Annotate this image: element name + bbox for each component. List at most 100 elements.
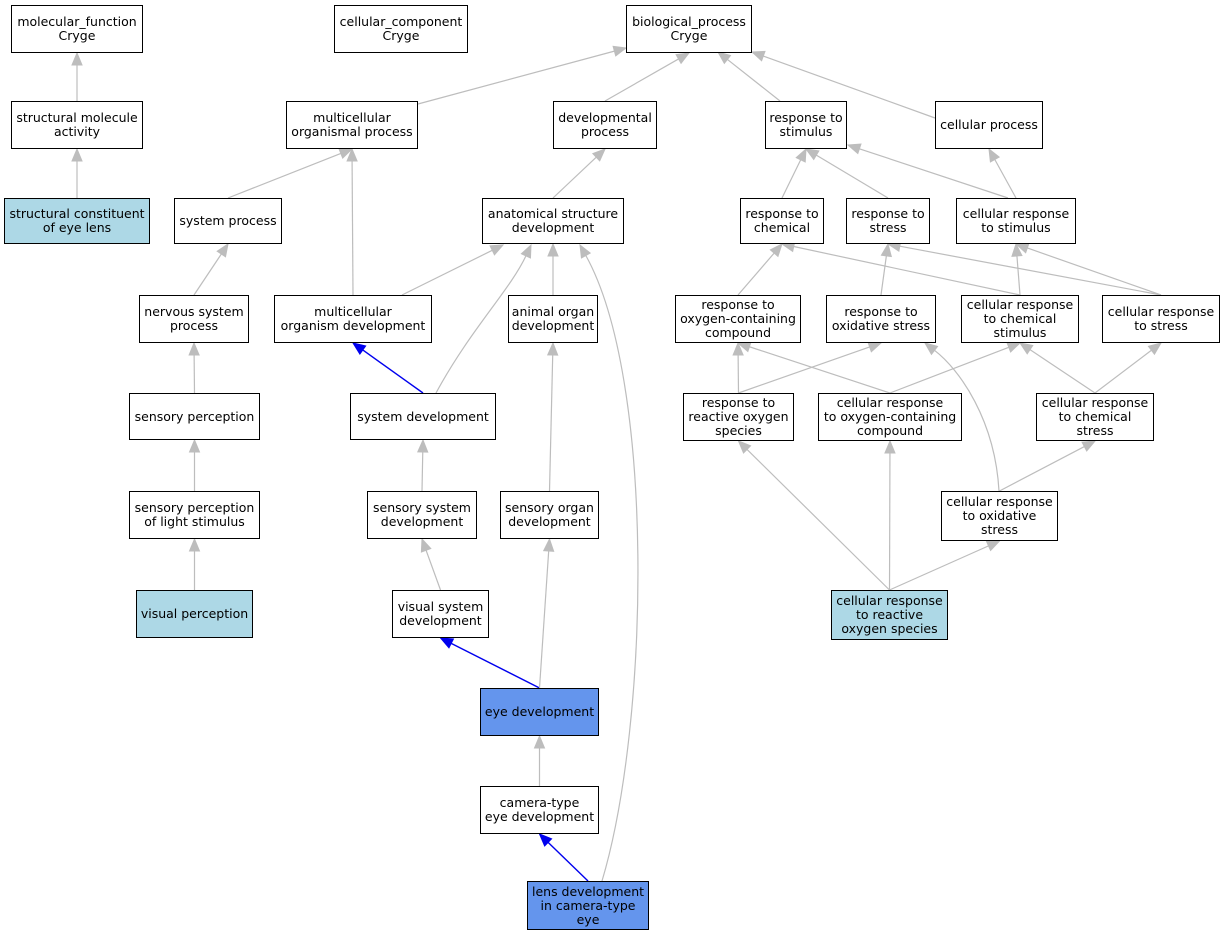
edge-devp-to-bp <box>604 58 679 102</box>
edge-mod-to-mop <box>351 160 354 296</box>
arrowhead-sysd-to-asd <box>520 243 532 259</box>
arrowhead-cros-to-crchemstress <box>1081 440 1097 452</box>
arrowhead-vp-to-spls <box>188 537 201 552</box>
edge-rtstress-to-rts <box>815 154 889 199</box>
node-cellular-response-to-oxygen-containing-compound[interactable]: cellular response to oxygen-containing c… <box>818 393 962 441</box>
node-cellular-response-to-chemical-stress[interactable]: cellular response to chemical stress <box>1036 393 1154 441</box>
node-camera-type-eye-development[interactable]: camera-type eye development <box>480 786 599 834</box>
node-response-to-stimulus[interactable]: response to stimulus <box>765 101 847 149</box>
edge-asd-to-devp <box>552 156 597 199</box>
arrowhead-rts-to-bp <box>716 51 732 65</box>
arrowhead-sod-to-aod <box>546 341 559 356</box>
node-cellular-process[interactable]: cellular process <box>935 101 1043 149</box>
arrowhead-crros-to-crocc <box>884 439 896 454</box>
node-cellular-component[interactable]: cellular_component Cryge <box>334 5 468 53</box>
edge-crstim-to-rts <box>859 148 1009 199</box>
edge-sysd-to-asd <box>435 255 527 394</box>
edge-crchemstress-to-crstress <box>1094 349 1152 394</box>
node-biological-process[interactable]: biological_process Cryge <box>626 5 752 53</box>
edge-sysd-to-mod <box>362 349 424 394</box>
edge-crocc-to-rtocc <box>749 346 891 394</box>
edge-sp-to-mop <box>227 152 342 199</box>
arrowhead-senp-to-nsp <box>188 341 200 356</box>
node-visual-perception[interactable]: visual perception <box>136 590 253 638</box>
edge-nsp-to-sp <box>193 253 222 296</box>
node-response-to-chemical[interactable]: response to chemical <box>740 198 824 244</box>
edge-crstress-to-crstim <box>1027 247 1162 296</box>
node-sensory-perception[interactable]: sensory perception <box>129 393 260 440</box>
arrowhead-ed-to-sod <box>542 537 555 552</box>
edge-ssd-to-sysd <box>421 451 424 492</box>
node-sensory-system-development[interactable]: sensory system development <box>367 491 477 539</box>
arrowhead-crros-to-rtros <box>737 440 752 454</box>
node-cellular-response-to-stimulus[interactable]: cellular response to stimulus <box>956 198 1076 244</box>
arrowhead-ed-to-vsd <box>439 637 455 649</box>
arrowhead-rtos-to-rtstress <box>880 242 892 258</box>
arrowhead-vsd-to-ssd <box>420 537 432 553</box>
edge-ldcte-to-cted <box>547 841 589 882</box>
edge-ed-to-vsd <box>450 642 540 689</box>
arrowhead-scel-to-sma <box>71 147 83 162</box>
arrowhead-ssd-to-sysd <box>417 438 429 453</box>
arrowhead-mod-to-mop <box>346 147 358 162</box>
arrowhead-cted-to-ed <box>533 734 546 749</box>
arrowhead-cp-to-bp <box>750 50 766 62</box>
node-cellular-response-to-chemical-stimulus[interactable]: cellular response to chemical stimulus <box>961 295 1079 343</box>
edge-rts-to-bp <box>727 58 781 102</box>
edge-crchemstress-to-crcs <box>1029 349 1096 394</box>
arrowhead-rtc-to-rts <box>795 147 807 163</box>
arrowhead-crocc-to-crcs <box>1006 342 1022 353</box>
edge-cp-to-bp <box>763 55 936 119</box>
edge-crocc-to-crcs <box>889 346 1010 394</box>
edge-vsd-to-ssd <box>425 550 442 591</box>
node-visual-system-development[interactable]: visual system development <box>392 590 489 638</box>
edge-mop-to-bp <box>417 50 615 105</box>
node-nervous-system-process[interactable]: nervous system process <box>139 295 249 343</box>
arrowhead-crstim-to-rts <box>846 143 862 155</box>
arrowhead-aod-to-asd <box>547 242 559 257</box>
node-structural-molecule-activity[interactable]: structural molecule activity <box>11 101 143 149</box>
node-sensory-organ-development[interactable]: sensory organ development <box>500 491 599 539</box>
node-cellular-response-to-stress[interactable]: cellular response to stress <box>1102 295 1220 343</box>
node-response-to-oxidative-stress[interactable]: response to oxidative stress <box>826 295 936 343</box>
arrowhead-crstim-to-cp <box>988 147 1001 163</box>
arrowhead-devp-to-bp <box>675 52 691 65</box>
node-response-to-stress[interactable]: response to stress <box>846 198 930 244</box>
node-animal-organ-development[interactable]: animal organ development <box>508 295 598 343</box>
edge-ed-to-sod <box>538 550 550 689</box>
arrowhead-sysd-to-mod <box>351 342 367 355</box>
edge-sod-to-aod <box>548 354 554 492</box>
node-cellular-response-to-reactive-oxygen-species[interactable]: cellular response to reactive oxygen spe… <box>831 590 948 640</box>
node-multicellular-organism-development[interactable]: multicellular organism development <box>274 295 432 343</box>
node-structural-constituent-of-eye-lens[interactable]: structural constituent of eye lens <box>4 198 150 244</box>
edge-rtocc-to-rtc <box>737 252 775 296</box>
node-multicellular-organismal-process[interactable]: multicellular organismal process <box>286 101 418 149</box>
node-molecular-function[interactable]: molecular_function Cryge <box>11 5 143 53</box>
node-anatomical-structure-development[interactable]: anatomical structure development <box>482 198 624 244</box>
node-cellular-response-to-oxidative-stress[interactable]: cellular response to oxidative stress <box>941 491 1058 541</box>
edge-ldcte-to-asd <box>585 255 639 882</box>
edge-mod-to-asd <box>401 249 493 296</box>
node-sensory-perception-of-light-stimulus[interactable]: sensory perception of light stimulus <box>129 491 260 539</box>
edge-crcs-to-rtc <box>793 245 1021 296</box>
edge-crstress-to-rtstress <box>899 245 1162 296</box>
arrowhead-rtocc-to-rtc <box>769 243 783 258</box>
arrowhead-cros-to-rtos <box>923 342 939 356</box>
arrowhead-nsp-to-sp <box>216 242 229 258</box>
edge-crcs-to-crstim <box>1016 255 1021 296</box>
edge-cros-to-crchemstress <box>999 446 1085 492</box>
node-system-process[interactable]: system process <box>174 198 282 244</box>
edge-crros-to-cros <box>889 545 989 591</box>
node-lens-development-in-camera-type-eye[interactable]: lens development in camera-type eye <box>527 881 649 930</box>
arrowhead-crcs-to-crstim <box>1011 242 1023 257</box>
node-eye-development[interactable]: eye development <box>480 688 599 736</box>
node-developmental-process[interactable]: developmental process <box>553 101 657 149</box>
node-response-to-oxygen-containing-compound[interactable]: response to oxygen-containing compound <box>675 295 801 343</box>
arrowhead-crchemstress-to-crcs <box>1018 342 1034 355</box>
arrowhead-rtros-to-rtos <box>867 341 883 353</box>
node-system-development[interactable]: system development <box>350 393 496 440</box>
edge-crstim-to-cp <box>994 159 1017 199</box>
node-response-to-reactive-oxygen-species[interactable]: response to reactive oxygen species <box>683 393 794 441</box>
